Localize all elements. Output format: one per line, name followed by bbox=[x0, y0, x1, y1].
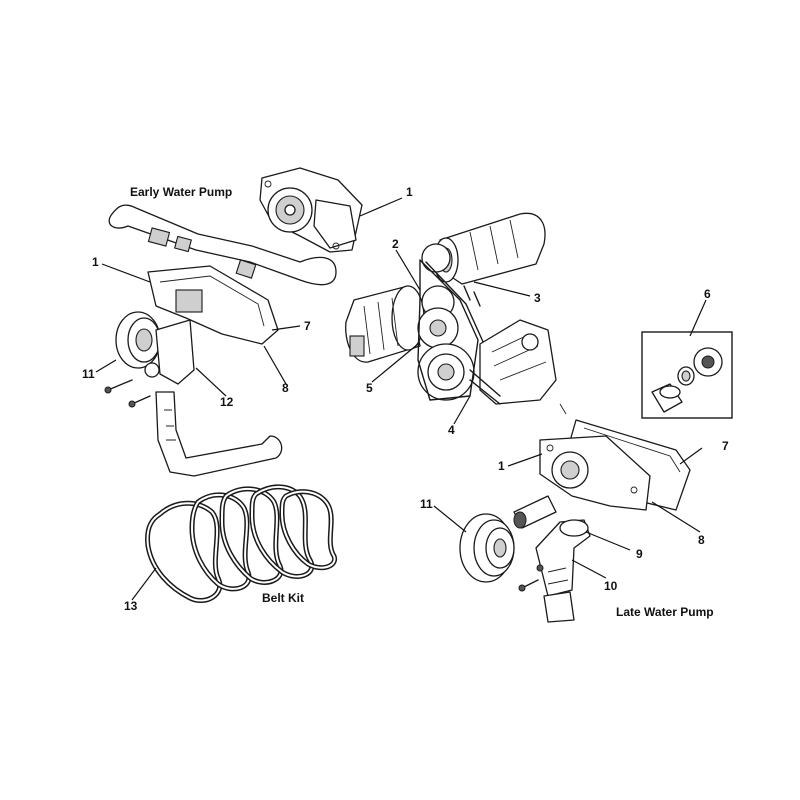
callout-7-left: 7 bbox=[304, 319, 311, 333]
callout-8-right: 8 bbox=[698, 533, 705, 547]
callout-3: 3 bbox=[534, 291, 541, 305]
callout-11-left: 11 bbox=[82, 367, 95, 381]
early-pump-housing-drawing bbox=[259, 167, 363, 253]
callout-13: 13 bbox=[124, 599, 138, 613]
callout-2: 2 bbox=[392, 237, 399, 251]
callout-6: 6 bbox=[704, 287, 711, 301]
belt-kit-drawing bbox=[145, 484, 338, 603]
callout-4: 4 bbox=[448, 423, 455, 437]
belt-kit-caption: Belt Kit bbox=[262, 591, 304, 605]
callout-12: 12 bbox=[220, 395, 234, 409]
callout-11-right: 11 bbox=[420, 497, 433, 511]
callout-1-top: 1 bbox=[406, 185, 413, 199]
callout-5: 5 bbox=[366, 381, 373, 395]
callout-9: 9 bbox=[636, 547, 643, 561]
engine-accessory-drive-drawing bbox=[345, 212, 567, 415]
early-water-pump-caption: Early Water Pump bbox=[130, 185, 233, 199]
callout-8-left: 8 bbox=[282, 381, 289, 395]
callout-1-right: 1 bbox=[498, 459, 505, 473]
callout-1-left: 1 bbox=[92, 255, 99, 269]
callout-7-right: 7 bbox=[722, 439, 729, 453]
callout-10: 10 bbox=[604, 579, 618, 593]
early-water-pump-assembly-drawing bbox=[104, 204, 337, 477]
callout-leader-lines bbox=[95, 197, 707, 601]
late-water-pump-caption: Late Water Pump bbox=[616, 605, 714, 619]
late-water-pump-assembly-drawing bbox=[459, 419, 691, 623]
filter-kit-inset-drawing bbox=[641, 331, 733, 419]
